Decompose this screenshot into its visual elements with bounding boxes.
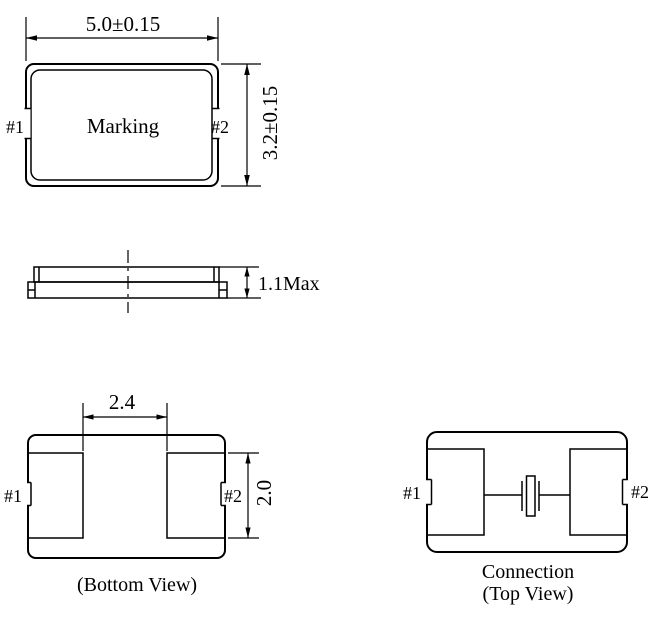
top-view-left-notch-ticks <box>24 107 32 140</box>
top-view-left-notch <box>21 108 31 139</box>
top-view-width-dim-label: 5.0±0.15 <box>86 12 161 36</box>
top-view-inner-outline <box>30 69 213 181</box>
connection-view-pin1-label: #1 <box>403 483 421 503</box>
bottom-view-left-notch-lines <box>27 481 32 507</box>
bottom-view-pad2 <box>166 452 226 539</box>
top-view: 5.0±0.15 3.2±0.15 Marking #1 #2 <box>6 12 282 187</box>
dim-arrow-right <box>156 414 167 420</box>
top-view-right-notch-ticks <box>212 107 220 140</box>
bottom-view-padheight-dim-label: 2.0 <box>252 480 276 506</box>
marking-label: Marking <box>87 114 160 138</box>
connection-view-pin2-label: #2 <box>631 482 649 502</box>
connection-view-left-notch-lines <box>426 478 433 506</box>
connection-view-left-notch <box>423 480 429 504</box>
bottom-view-pad1 <box>27 452 84 539</box>
top-view-height-extension-lines <box>221 63 261 187</box>
crystal-symbol-body <box>525 475 536 517</box>
bottom-view-pin2-label: #2 <box>224 486 242 506</box>
top-view-pin1-label: #1 <box>6 117 24 137</box>
connection-view-caption-line2: (Top View) <box>483 583 574 605</box>
bottom-view-padheight-extension-lines <box>228 452 259 539</box>
bottom-view-pin1-label: #1 <box>4 486 22 506</box>
side-view-height-dim-label: 1.1Max <box>258 273 320 295</box>
side-view-extension-lines <box>219 266 261 299</box>
dim-arrow-up <box>245 453 251 464</box>
top-view-pin2-label: #2 <box>211 117 229 137</box>
crystal-electrode-plates <box>521 481 540 511</box>
bottom-view-gap-extension-lines <box>82 403 168 451</box>
connection-view-pad1 <box>426 448 485 536</box>
connection-view-right-notch <box>625 480 631 504</box>
side-view-lid <box>33 266 220 283</box>
bottom-view-caption: (Bottom View) <box>77 574 197 596</box>
connection-view-right-notch-lines <box>621 478 628 506</box>
dim-arrow-left <box>83 414 94 420</box>
bottom-view-right-notch-lines <box>220 481 226 507</box>
dim-arrow-right <box>207 35 218 41</box>
dim-arrow-up <box>244 267 250 277</box>
dim-arrow-down <box>244 288 250 298</box>
bottom-view-right-notch <box>220 483 227 505</box>
top-view-width-extension-lines <box>25 17 219 61</box>
dim-arrow-down <box>245 527 251 538</box>
top-view-height-dim-label: 3.2±0.15 <box>258 86 282 161</box>
dim-arrow-up <box>244 64 250 75</box>
side-view-castellation-lines <box>28 282 227 298</box>
dim-arrow-down <box>244 175 250 186</box>
bottom-view-gap-dim-label: 2.4 <box>109 390 136 414</box>
top-view-right-notch <box>213 108 223 139</box>
bottom-view-left-notch <box>24 483 30 505</box>
connection-view-pad2 <box>569 448 628 536</box>
dim-arrow-left <box>26 35 37 41</box>
connection-view: #1 #2 Connection (Top View) <box>403 431 649 605</box>
connection-view-caption-line1: Connection <box>482 561 574 583</box>
side-view-lid-edge-lines <box>38 267 215 282</box>
side-view: 1.1Max <box>27 250 320 313</box>
bottom-view: 2.4 2.0 #1 #2 (Bottom View) <box>4 390 276 596</box>
